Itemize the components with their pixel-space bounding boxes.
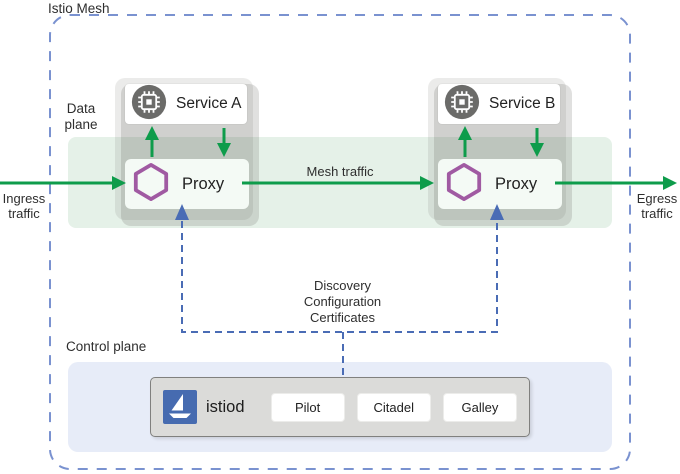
- proxy-b-label: Proxy: [495, 174, 538, 193]
- egress-arrowhead: [663, 176, 677, 190]
- istio-sailboat-icon: [163, 390, 197, 424]
- data-plane-label: Data plane: [64, 101, 98, 132]
- mesh-traffic-label: Mesh traffic: [306, 164, 374, 179]
- control-plane-label: Control plane: [66, 339, 147, 354]
- hexagon-icon: [445, 162, 483, 207]
- ingress-traffic-label: Ingress traffic: [2, 191, 46, 222]
- chip-icon: [444, 84, 480, 125]
- service-a-label: Service A: [176, 95, 242, 112]
- service-a-node: Service A: [125, 84, 247, 124]
- istiod-label: istiod: [206, 397, 245, 416]
- proxy-a-label: Proxy: [182, 174, 225, 193]
- chip-icon: [131, 84, 167, 125]
- hexagon-icon: [132, 162, 170, 207]
- control-link-label: Discovery Configuration Certificates: [303, 278, 382, 325]
- component-galley: Galley: [442, 392, 517, 422]
- component-pilot: Pilot: [270, 392, 345, 422]
- egress-traffic-label: Egress traffic: [636, 191, 678, 222]
- proxy-a-node: Proxy: [125, 159, 249, 209]
- component-citadel: Citadel: [356, 392, 431, 422]
- service-b-node: Service B: [438, 84, 560, 124]
- istio-mesh-title: Istio Mesh: [48, 1, 110, 16]
- proxy-b-node: Proxy: [438, 159, 562, 209]
- service-b-label: Service B: [489, 95, 556, 112]
- istiod-node: istiod Pilot Citadel Galley: [150, 377, 530, 437]
